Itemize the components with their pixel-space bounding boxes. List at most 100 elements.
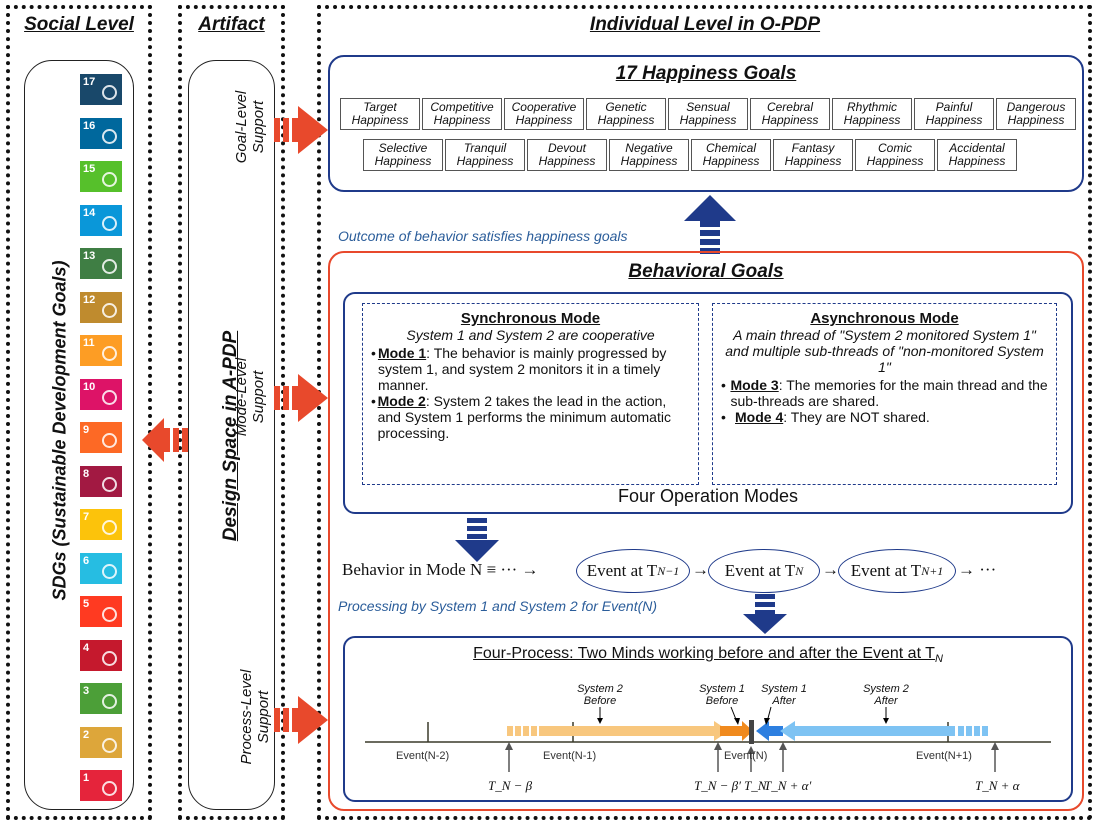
tick-tn: T_N [744,778,767,793]
mode-1-item: •Mode 1: The behavior is mainly progress… [371,345,667,393]
sdg-tile-1: 1 [80,770,122,801]
left-arrow-to-sdgs [142,418,188,462]
arrow-1: → [692,560,709,579]
process-support-arrow [274,696,328,744]
modes-down-arrow [455,518,499,562]
sdg-tile-11: 11 [80,335,122,366]
sdg-number: 14 [83,206,96,219]
sdg-icon [102,259,117,274]
four-process-panel [343,636,1073,802]
sdg-number: 9 [83,424,90,436]
sdg-tile-15: 15 [80,161,122,192]
async-mode-subtitle: A main thread of "System 2 monitored Sys… [725,327,1044,375]
behavioral-goals-panel [328,251,1084,811]
sdg-number: 10 [83,380,96,393]
sdg-number: 15 [83,163,96,175]
artifact-header: Artifact [198,14,265,35]
sdg-icon [102,215,117,231]
sdg-icon [102,563,117,579]
tick-tn-plus-alpha: T_N + α [975,778,1020,793]
sdg-icon [102,607,117,622]
sdg-number: 16 [83,119,96,132]
sdg-number: 4 [83,641,90,654]
operation-modes-panel [343,292,1073,514]
sdg-icon [102,346,117,361]
happiness-goals-title: 17 Happiness Goals [615,63,797,84]
sync-mode-title: Synchronous Mode [460,310,601,327]
sdg-tile-17: 17 [80,74,122,105]
sync-mode-subtitle: System 1 and System 2 are cooperative [406,327,655,343]
sdg-label: SDGs (Sustainable Development Goals) [49,260,70,601]
social-level-header: Social Level [24,14,134,35]
sdg-icon [102,650,117,666]
mode-2-item: •Mode 2: System 2 takes the lead in the … [371,393,671,441]
sync-mode-box: Synchronous Mode System 1 and System 2 a… [362,303,699,485]
sdg-icon [102,172,117,187]
mode-4-item: •Mode 4: They are NOT shared. [721,409,930,425]
tick-tn-plus-alpha-prime: T_N + α′ [764,778,812,793]
sdg-number: 7 [83,511,90,523]
four-process-timeline [365,706,1051,772]
happiness-goals-panel [328,55,1084,192]
processing-text: Processing by System 1 and System 2 for … [338,598,658,614]
event-n-2-label: Event(N-2) [396,750,450,762]
sdg-panel [24,60,134,810]
behavior-equation-suffix: → ··· [958,560,997,579]
arrow-2: → [822,560,839,579]
sdg-tile-12: 12 [80,291,122,323]
four-process-title: Four-Process: Two Minds working before a… [473,645,943,666]
event-n-label: Event(N) [724,750,768,762]
social-level-frame [6,5,152,820]
sdg-number: 6 [83,554,90,567]
goal-support-arrow [274,106,328,154]
sdg-tile-14: 14 [80,204,122,236]
artifact-panel [188,60,275,810]
event-n-1-label: Event(N-1) [543,750,597,762]
sdg-tile-3: 3 [80,683,122,714]
sdg-number: 2 [83,728,90,741]
sdg-tile-10: 10 [80,378,122,410]
sdg-icon [102,694,117,709]
tick-tn-minus-beta-prime: T_N − β′ [694,778,741,793]
behavioral-goals-title: Behavioral Goals [628,261,784,282]
sdg-tile-16: 16 [80,117,122,149]
async-mode-title: Asynchronous Mode [810,310,959,327]
sdg-number: 12 [83,293,96,306]
sdg-number: 1 [83,772,90,784]
sdg-icon [102,302,117,318]
sdg-icon [102,433,117,448]
sdg-tile-9: 9 [80,422,122,453]
artifact-frame [178,5,285,820]
sdg-tile-13: 13 [80,248,122,279]
async-mode-box: Asynchronous Mode A main thread of "Syst… [712,303,1057,485]
sdg-tile-2: 2 [80,726,122,758]
individual-level-frame [317,5,1092,820]
sdg-number: 17 [83,76,96,88]
sdg-tile-6: 6 [80,552,122,584]
sdg-icon [102,737,117,753]
sdg-icon [102,476,117,492]
tick-tn-minus-beta: T_N − β [488,778,533,793]
sdg-number: 3 [83,685,90,697]
sdg-icon [102,128,117,144]
